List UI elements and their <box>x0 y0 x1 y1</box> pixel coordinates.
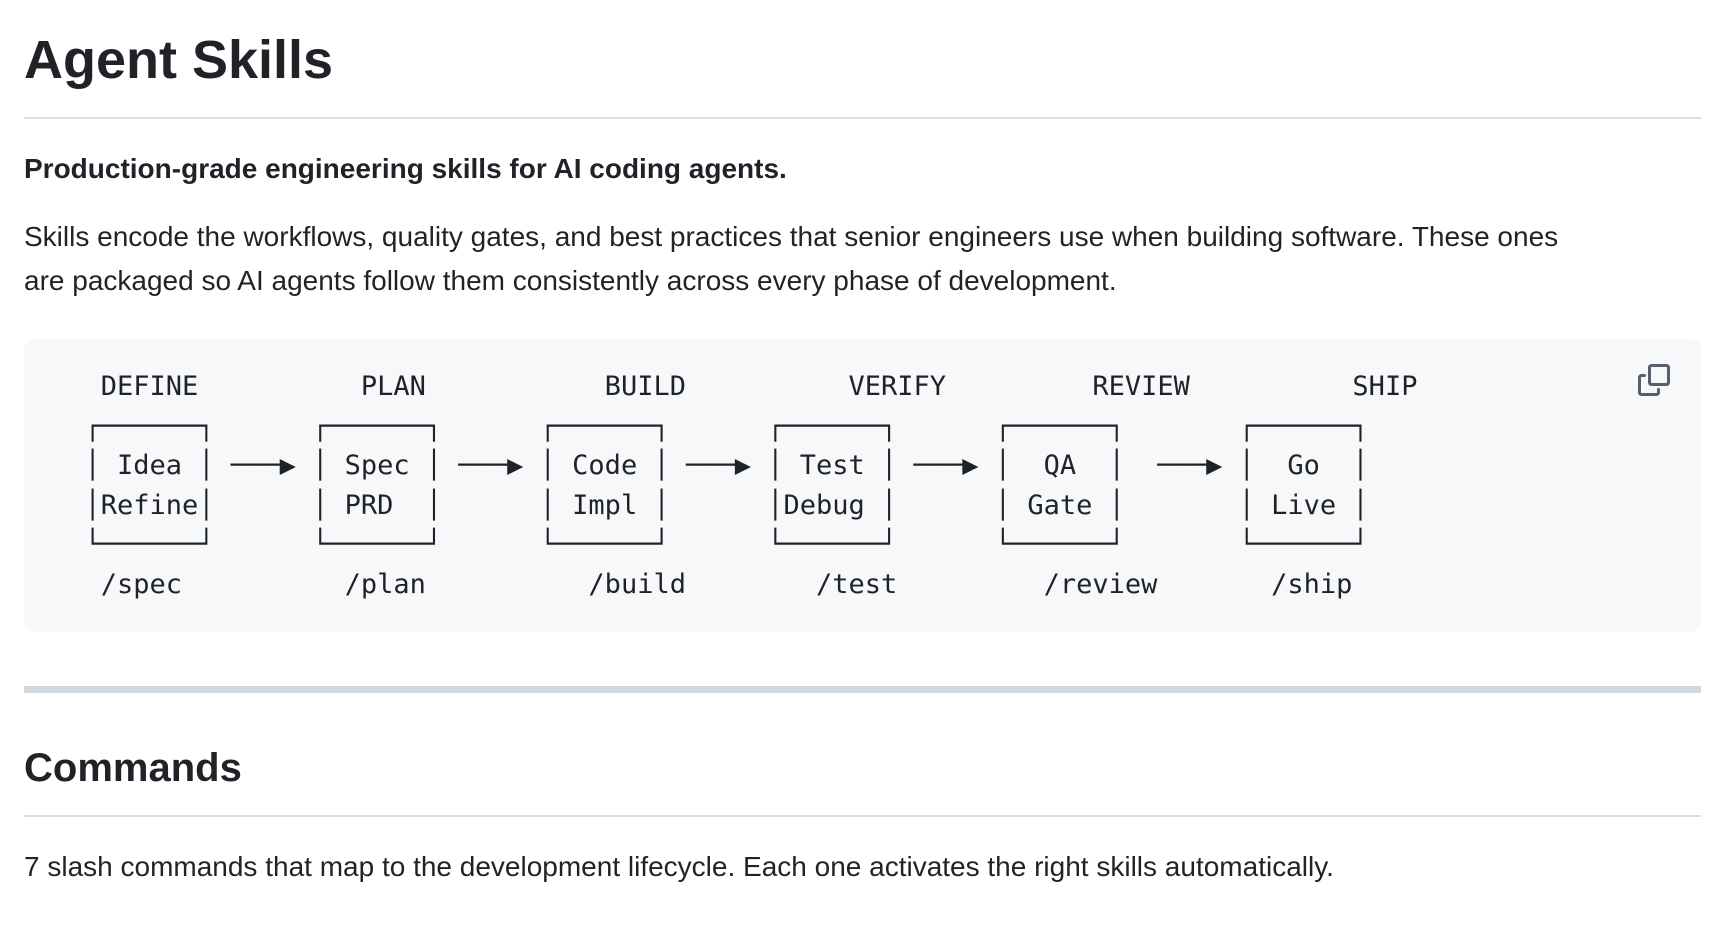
pipeline-box-top-row: ┌──────┐ ┌──────┐ ┌──────┐ ┌──────┐ ┌───… <box>52 410 1369 442</box>
ascii-pipeline-code-block: DEFINE PLAN BUILD VERIFY REVIEW SHIP ┌──… <box>24 339 1701 632</box>
pipeline-commands-row: /spec /plan /build /test /review /ship <box>52 568 1353 600</box>
pipeline-box-line2-row: │Refine│ │ PRD │ │ Impl │ │Debug │ │ Gat… <box>52 489 1369 521</box>
readme-document: Agent Skills Production-grade engineerin… <box>24 20 1701 889</box>
pipeline-phase-labels-row: DEFINE PLAN BUILD VERIFY REVIEW SHIP <box>52 371 1418 402</box>
intro-bold-text: Production-grade engineering skills for … <box>24 153 787 184</box>
intro-paragraph: Skills encode the workflows, quality gat… <box>24 221 1559 296</box>
commands-section-title: Commands <box>24 743 1701 817</box>
copy-button[interactable] <box>1637 363 1671 397</box>
copy-icon <box>1638 364 1670 396</box>
commands-paragraph: 7 slash commands that map to the develop… <box>24 851 1334 882</box>
pipeline-box-bottom-row: └──────┘ └──────┘ └──────┘ └──────┘ └───… <box>52 529 1369 560</box>
section-divider <box>24 686 1701 693</box>
pipeline-box-line1-row: │ Idea │ ───▶ │ Spec │ ───▶ │ Code │ ───… <box>52 450 1369 481</box>
ascii-pipeline-diagram: DEFINE PLAN BUILD VERIFY REVIEW SHIP ┌──… <box>52 367 1673 604</box>
page-title: Agent Skills <box>24 20 1701 119</box>
